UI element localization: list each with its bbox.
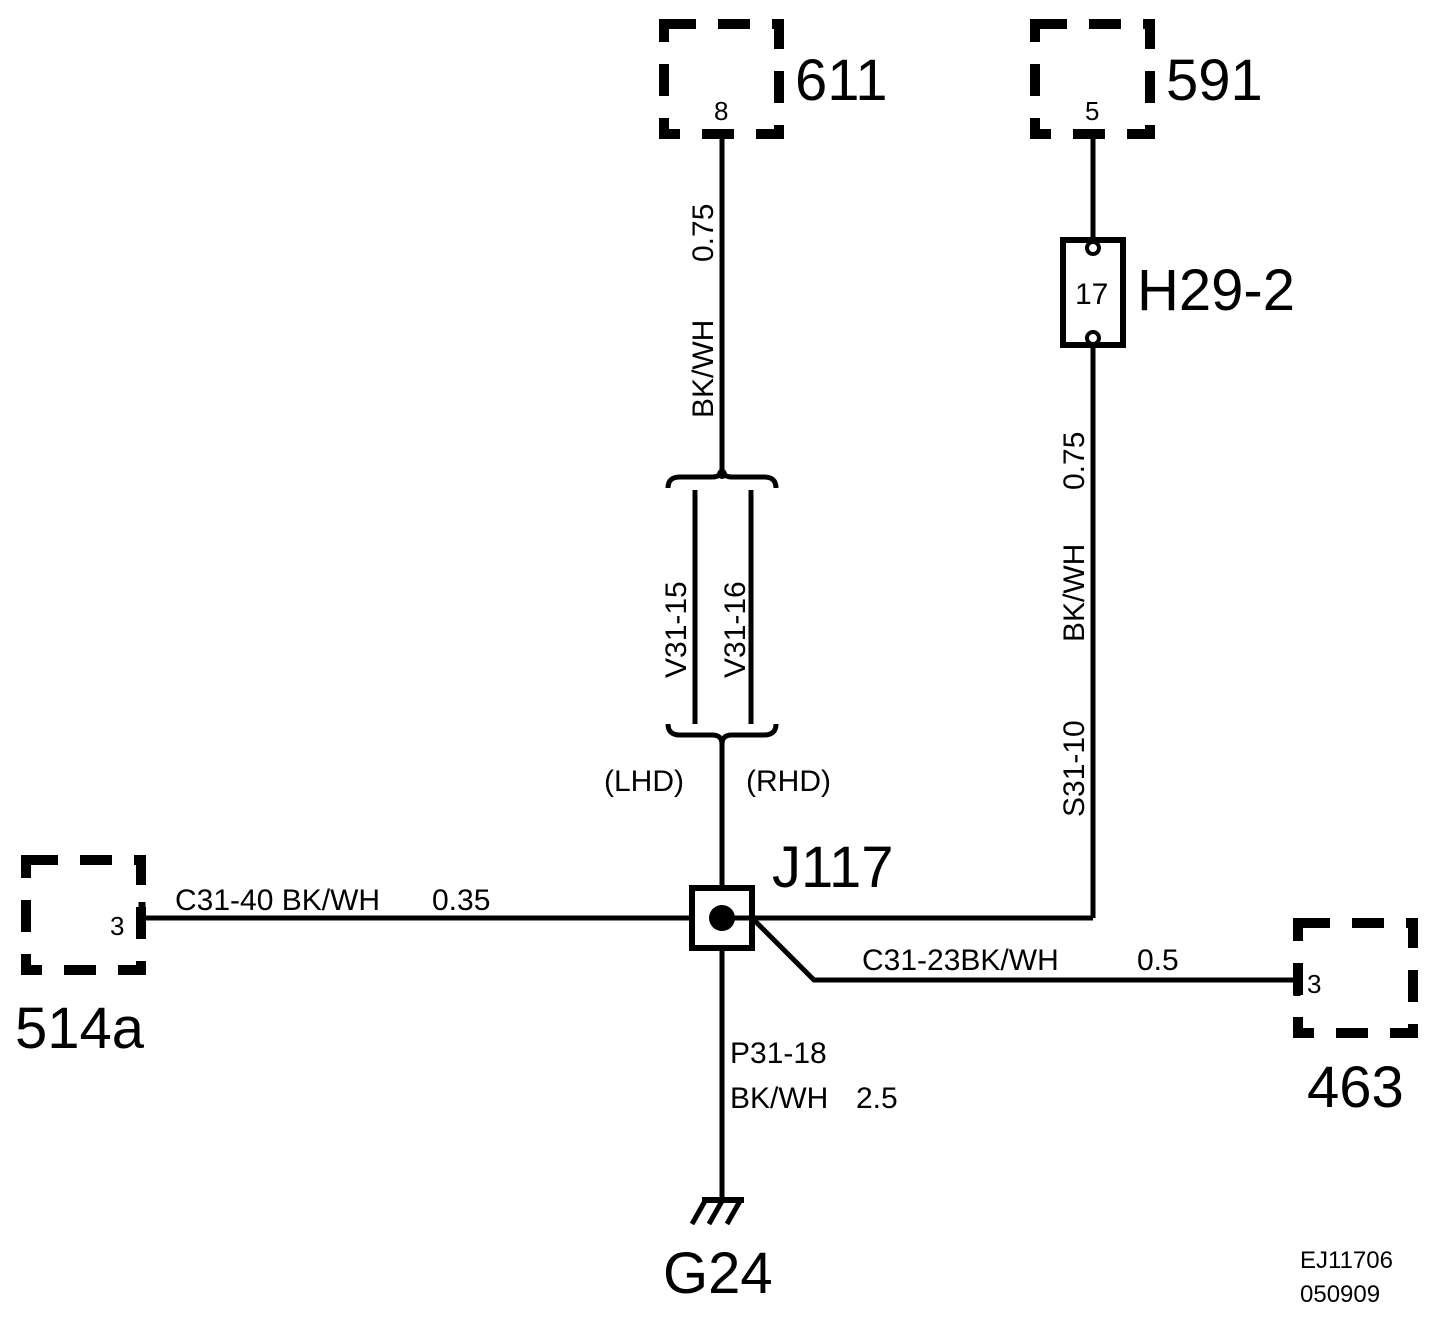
wire-p31-18-id: P31-18 [730, 1037, 827, 1070]
connector-591-label: 591 [1166, 48, 1263, 113]
connector-611-pin: 8 [714, 96, 728, 126]
wire-s31-id: S31-10 [1058, 720, 1091, 817]
connector-591[interactable]: 5 [1030, 19, 1155, 139]
wire-c31-40-size: 0.35 [432, 884, 490, 917]
connector-591-pin: 5 [1085, 96, 1099, 126]
h29-2-pin: 17 [1075, 278, 1108, 311]
wire-611-size: 0.75 [687, 204, 720, 262]
connector-514a-label: 514a [15, 996, 145, 1061]
wire-c31-40-label: C31-40 BK/WH [175, 884, 380, 917]
rhd-label: (RHD) [746, 765, 831, 798]
lhd-label: (LHD) [604, 765, 684, 798]
connector-463[interactable]: 3 [1293, 918, 1418, 1038]
wire-p31-18-color: BK/WH [730, 1082, 828, 1115]
wire-p31-18-size: 2.5 [856, 1082, 898, 1115]
split-node-top [717, 469, 727, 479]
brace-top [665, 467, 779, 489]
wire-c31-23-size: 0.5 [1137, 944, 1179, 977]
diagram-reference: EJ11706 [1300, 1247, 1393, 1274]
wire-v31-15-label: V31-15 [660, 581, 693, 678]
diagram-date: 050909 [1300, 1281, 1380, 1308]
connector-463-pin: 3 [1307, 969, 1321, 999]
connector-611-label: 611 [795, 48, 887, 113]
connector-611[interactable]: 8 [659, 19, 784, 139]
inline-connector-h29-2[interactable]: 17 [1060, 237, 1126, 348]
ground-icon [689, 1197, 744, 1226]
connector-463-label: 463 [1307, 1055, 1404, 1120]
wire-c31-23-label: C31-23BK/WH [862, 944, 1059, 977]
wire-s31-size: 0.75 [1058, 432, 1091, 490]
h29-2-label: H29-2 [1137, 258, 1295, 323]
connector-514a-pin: 3 [110, 911, 124, 941]
wire-611-color: BK/WH [687, 320, 720, 418]
wire-s31-color: BK/WH [1058, 544, 1091, 642]
wire-v31-16-label: V31-16 [719, 581, 752, 678]
ground-g24-label: G24 [663, 1241, 773, 1306]
wire-c31-23[interactable] [750, 916, 1296, 983]
splice-j117-label: J117 [772, 835, 893, 900]
connector-514a[interactable]: 3 [21, 855, 146, 975]
